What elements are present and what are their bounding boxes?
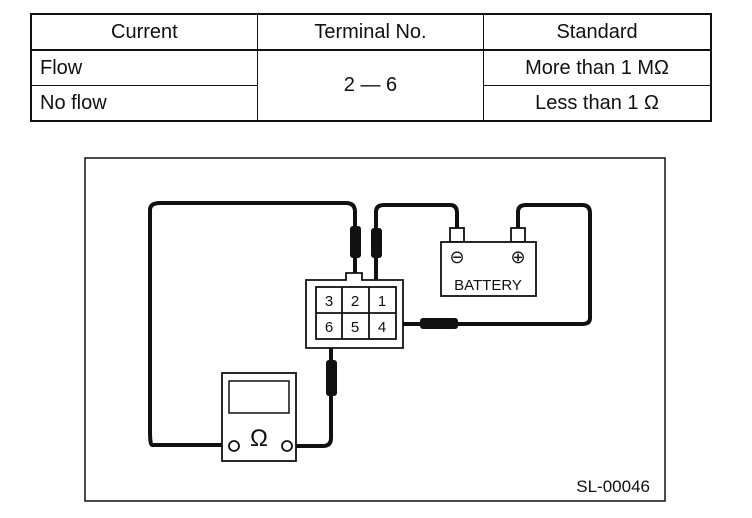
wires [148, 201, 592, 448]
header-current: Current [30, 13, 258, 51]
resistance-spec-table: Current Terminal No. Standard Flow 2 — 6… [30, 13, 712, 122]
standard-cell: More than 1 MΩ [483, 49, 712, 86]
battery-body [440, 241, 537, 297]
probe-wire-right [290, 326, 333, 448]
figure-code: SL-00046 [576, 477, 650, 496]
current-cell: No flow [30, 85, 258, 122]
ohmmeter: Ω [221, 372, 297, 462]
header-terminal-no: Terminal No. [256, 13, 485, 51]
battery-negative-symbol: ⊖ [449, 247, 464, 267]
table-header-row: Current Terminal No. Standard [30, 13, 712, 51]
ohmmeter-display [228, 380, 290, 414]
battery: ⊖ ⊕ BATTERY [440, 227, 537, 297]
terminal-cell: 2 — 6 [256, 49, 485, 122]
terminal-label: 4 [378, 319, 386, 336]
battery-negative-post [449, 227, 465, 243]
terminal-labels: 3 2 1 6 5 4 [325, 293, 386, 336]
header-standard: Standard [483, 13, 712, 51]
wire-terminal-1 [374, 203, 459, 294]
terminal-label: 5 [351, 319, 359, 336]
terminal-label: 6 [325, 319, 333, 336]
probe-tip [326, 360, 337, 396]
terminal-label: 1 [378, 293, 386, 310]
figure-frame [84, 157, 666, 502]
battery-label: BATTERY [454, 277, 522, 294]
battery-positive-post [510, 227, 526, 243]
probe-wire-left [148, 201, 357, 447]
probe-tip [350, 226, 361, 258]
table-row: Flow 2 — 6 More than 1 MΩ [30, 49, 712, 122]
inline-connector [420, 318, 458, 329]
ohmmeter-terminal-left [228, 440, 240, 452]
standard-cell: Less than 1 Ω [483, 85, 712, 122]
ohmmeter-terminal-right [281, 440, 293, 452]
terminal-label: 3 [325, 293, 333, 310]
connector-block [305, 272, 404, 349]
terminal-label: 2 [351, 293, 359, 310]
inline-connectors [326, 226, 458, 396]
probe-tip [371, 228, 382, 258]
wire-terminal-4 [393, 203, 592, 326]
ohm-symbol: Ω [250, 425, 268, 452]
table-row: No flow Less than 1 Ω [30, 85, 712, 122]
battery-positive-symbol: ⊕ [510, 247, 525, 267]
